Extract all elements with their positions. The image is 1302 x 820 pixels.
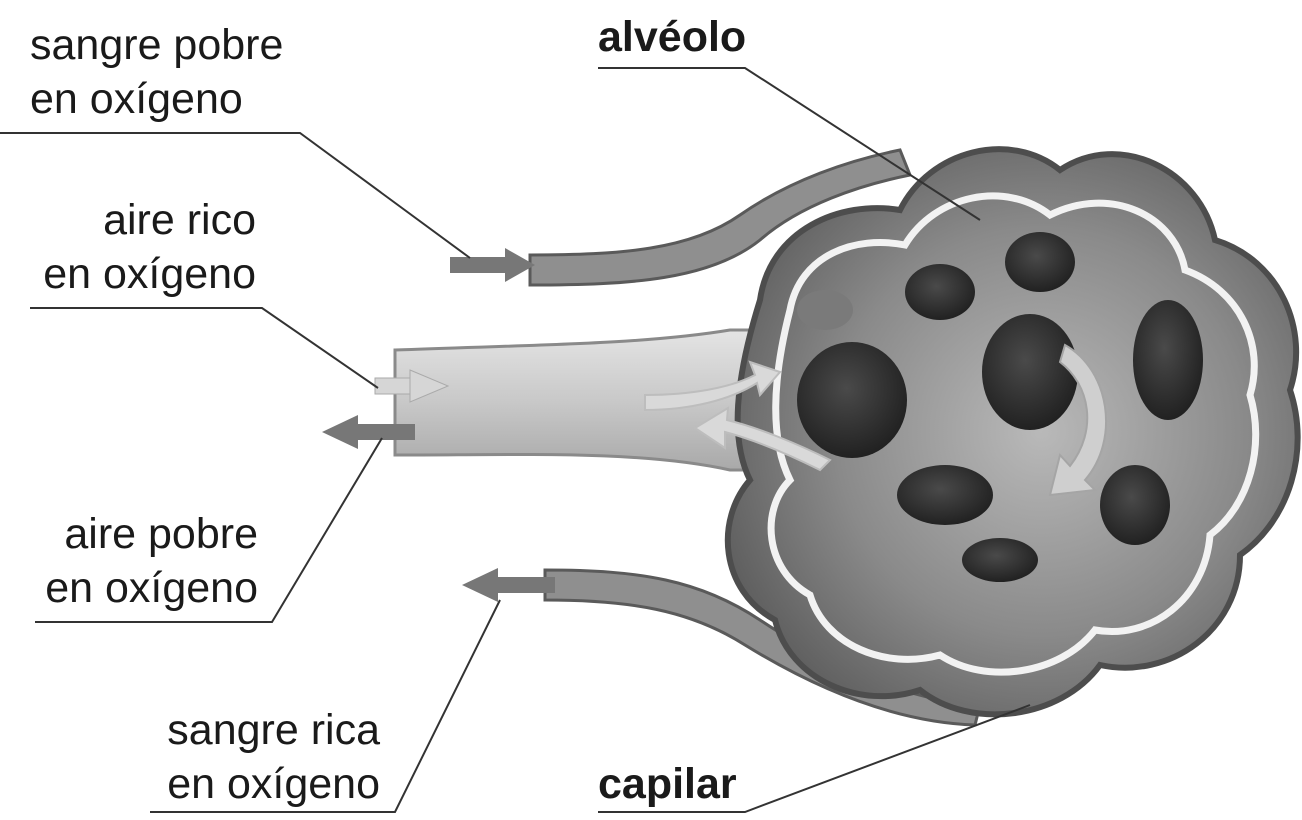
leader-aire-rico xyxy=(30,308,378,388)
alveolus-chamber xyxy=(1100,465,1170,545)
alveolus-chamber xyxy=(962,538,1038,582)
alveolus-chamber xyxy=(1133,300,1203,420)
alveolus-chamber xyxy=(797,290,853,330)
alveolus-chamber xyxy=(982,314,1078,430)
label-aire-rico: aire rico en oxígeno xyxy=(30,193,256,301)
label-sangre-pobre: sangre pobre en oxígeno xyxy=(30,18,283,126)
label-aire-pobre: aire pobre en oxígeno xyxy=(30,507,258,615)
bronchiole-tube xyxy=(395,330,790,470)
label-capilar: capilar xyxy=(598,757,737,811)
label-alveolo: alvéolo xyxy=(598,10,746,64)
alveolus-chamber xyxy=(797,342,907,458)
alveolus-chamber xyxy=(897,465,993,525)
alveolus-chamber xyxy=(1005,232,1075,292)
alveolus-chamber xyxy=(905,264,975,320)
label-sangre-rica: sangre rica en oxígeno xyxy=(140,703,380,811)
blood-out-arrow xyxy=(462,568,555,602)
